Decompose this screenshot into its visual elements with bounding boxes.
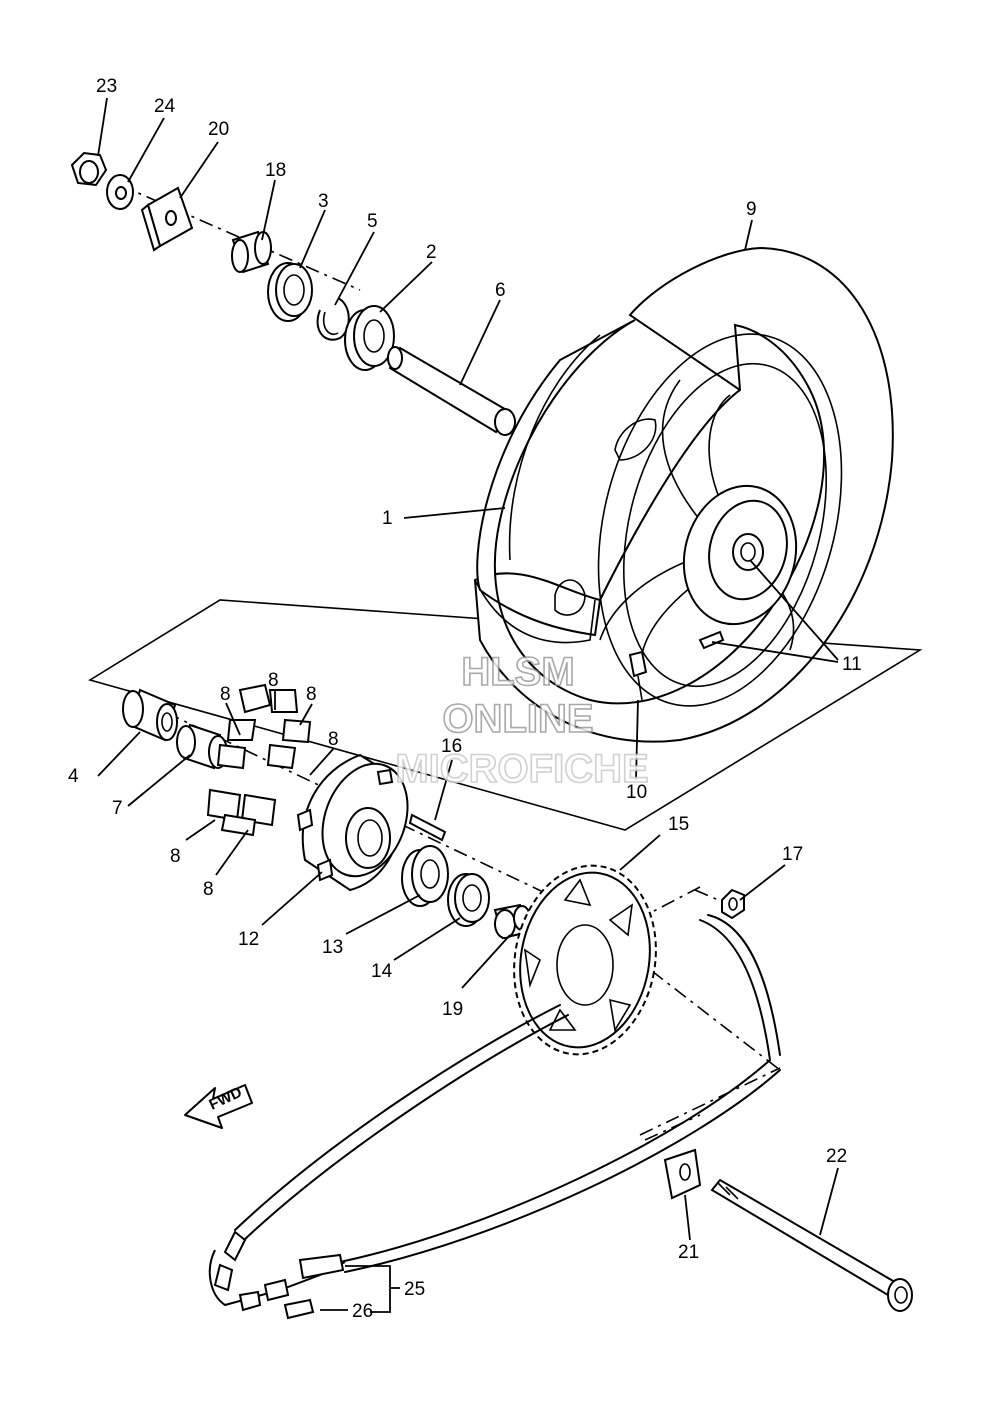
callout-7: 7 bbox=[112, 798, 123, 819]
part-17-nut[interactable] bbox=[721, 888, 745, 920]
callout-3: 3 bbox=[318, 191, 329, 212]
watermark: HLSM ONLINE MICROFICHE bbox=[395, 649, 650, 792]
callout-25: 25 bbox=[404, 1279, 425, 1300]
callout-18: 18 bbox=[265, 160, 286, 181]
part-6-spacer[interactable] bbox=[387, 346, 516, 436]
leader-lines bbox=[97, 97, 839, 1313]
part-3-oil-seal[interactable] bbox=[267, 262, 313, 322]
callout-4: 4 bbox=[68, 766, 79, 787]
part-24-washer[interactable] bbox=[106, 174, 134, 210]
part-13-bearing[interactable] bbox=[401, 845, 449, 907]
part-25-chain[interactable] bbox=[208, 914, 781, 1312]
callout-10: 10 bbox=[626, 782, 647, 803]
callout-26: 26 bbox=[352, 1301, 373, 1322]
callout-23: 23 bbox=[96, 76, 117, 97]
callout-labels: 23 24 20 18 3 5 2 6 9 1 11 10 4 7 8 8 8 … bbox=[68, 76, 862, 1322]
watermark-line-1: HLSM bbox=[461, 650, 574, 694]
part-4-bearing[interactable] bbox=[122, 688, 178, 742]
part-5-circlip[interactable] bbox=[316, 297, 350, 341]
callout-11: 11 bbox=[842, 654, 862, 675]
part-11-valve-cap[interactable] bbox=[698, 630, 725, 650]
callout-8-e: 8 bbox=[170, 846, 181, 867]
callout-22: 22 bbox=[826, 1146, 847, 1167]
part-12-clutch-hub[interactable] bbox=[296, 752, 422, 892]
forward-direction-arrow: FWD bbox=[184, 1084, 253, 1129]
callout-5: 5 bbox=[367, 211, 378, 232]
callout-21: 21 bbox=[678, 1242, 699, 1263]
callout-8-f: 8 bbox=[203, 879, 214, 900]
callout-19: 19 bbox=[442, 999, 463, 1020]
callout-9: 9 bbox=[746, 199, 757, 220]
part-10-valve[interactable] bbox=[628, 650, 648, 701]
part-15-sprocket[interactable] bbox=[500, 854, 671, 1065]
callout-17: 17 bbox=[782, 844, 803, 865]
callout-14: 14 bbox=[371, 961, 393, 982]
part-26-chain-joint[interactable] bbox=[283, 1253, 345, 1320]
part-7-collar[interactable] bbox=[176, 723, 228, 770]
callout-15: 15 bbox=[668, 814, 689, 835]
part-23-nut[interactable] bbox=[70, 151, 108, 187]
callout-6: 6 bbox=[495, 280, 506, 301]
callout-8-d: 8 bbox=[328, 729, 339, 750]
callout-8-c: 8 bbox=[306, 684, 317, 705]
callout-24: 24 bbox=[154, 96, 176, 117]
part-18-collar[interactable] bbox=[231, 230, 272, 274]
part-16-stud[interactable] bbox=[408, 813, 447, 842]
part-22-axle[interactable] bbox=[710, 1178, 913, 1312]
callout-16: 16 bbox=[441, 736, 462, 757]
callout-2: 2 bbox=[426, 242, 437, 263]
watermark-line-3: MICROFICHE bbox=[395, 747, 648, 791]
part-20-plate[interactable] bbox=[140, 186, 194, 252]
callout-1: 1 bbox=[382, 508, 393, 529]
part-21-plate[interactable] bbox=[663, 1148, 702, 1200]
callout-12: 12 bbox=[238, 929, 259, 950]
part-14-oil-seal[interactable] bbox=[447, 873, 490, 927]
callout-13: 13 bbox=[322, 937, 343, 958]
part-2-bearing[interactable] bbox=[344, 305, 395, 371]
callout-20: 20 bbox=[208, 119, 229, 140]
watermark-line-2: ONLINE bbox=[442, 697, 593, 741]
callout-8-b: 8 bbox=[268, 670, 279, 691]
part-8-dampers[interactable] bbox=[206, 683, 312, 837]
part-1-rim[interactable] bbox=[474, 307, 880, 734]
callout-8-a: 8 bbox=[220, 684, 231, 705]
